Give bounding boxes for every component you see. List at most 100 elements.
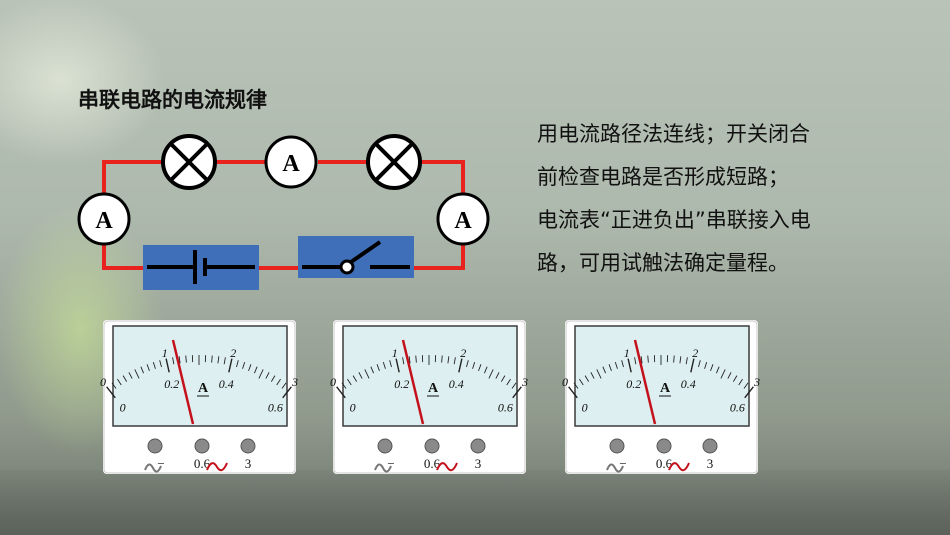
ammeter-right: A — [436, 192, 490, 246]
scale-tick — [352, 375, 358, 382]
scale-tick — [122, 375, 128, 382]
description-line: 前检查电路是否形成短路； — [537, 165, 789, 189]
wire-clip-icon — [436, 462, 458, 472]
scale-tick — [253, 366, 258, 374]
ammeter-label: A — [454, 208, 472, 234]
scale-tick — [281, 382, 287, 389]
scale-tick — [602, 366, 607, 374]
terminal-knob — [424, 438, 440, 454]
scale-tick — [152, 361, 156, 369]
description-text: 用电流路径法连线；开关闭合 前检查电路是否形成短路； 电流表“正进负出”串联接入… — [537, 113, 877, 285]
circuit-wires — [102, 160, 465, 270]
scale-tick — [732, 375, 738, 382]
scale-tick — [248, 364, 252, 372]
scale-tick — [727, 372, 732, 379]
scale-tick — [478, 364, 482, 372]
unit-label: A — [198, 381, 209, 396]
terminal-label: − — [387, 456, 394, 471]
scale-tick — [172, 357, 175, 365]
scale-tick — [627, 358, 632, 373]
scale-label-bottom: 0.6 — [730, 400, 745, 414]
scale-tick — [673, 355, 675, 363]
scale-tick — [258, 369, 264, 379]
meter-needle — [633, 339, 657, 425]
scale-label-bottom: 0.2 — [164, 377, 179, 391]
description-line: 电流表“正进负出”串联接入电 — [537, 208, 811, 232]
ammeter-label: A — [95, 208, 113, 234]
scale-tick — [704, 361, 708, 369]
wire-clip-icon — [206, 462, 228, 472]
scale-label-bottom: 0 — [350, 400, 356, 414]
scale-tick — [500, 375, 506, 382]
scale-tick — [466, 360, 469, 368]
scale-tick — [715, 366, 720, 374]
scale-label-bottom: 0.6 — [498, 400, 513, 414]
scale-tick — [376, 364, 380, 372]
scale-label-bottom: 0.6 — [268, 400, 283, 414]
scale-tick — [453, 357, 456, 365]
scale-tick — [389, 360, 392, 368]
scale-label-bottom: 0.2 — [626, 377, 641, 391]
scale-tick — [738, 378, 743, 386]
scale-tick — [495, 372, 500, 379]
scale-label-top: 3 — [753, 375, 760, 389]
scale-tick — [128, 372, 133, 379]
scale-tick — [402, 357, 405, 365]
terminal-label: 3 — [245, 456, 252, 471]
scale-tick — [270, 375, 276, 382]
scale-tick — [134, 369, 140, 379]
scale-tick — [185, 355, 187, 363]
scale-tick — [217, 356, 220, 364]
terminal-label: 3 — [707, 456, 714, 471]
scale-label-bottom: 0.4 — [681, 377, 696, 391]
scale-tick — [584, 375, 590, 382]
scale-tick — [621, 360, 624, 368]
scale-tick — [364, 369, 370, 379]
scale-tick — [347, 378, 352, 386]
scale-label-bottom: 0.4 — [219, 377, 234, 391]
scale-tick — [117, 378, 122, 386]
scale-tick — [447, 356, 450, 364]
scale-label-bottom: 0.2 — [394, 377, 409, 391]
scale-label-bottom: 0.4 — [449, 377, 464, 391]
lamp-icon — [161, 134, 217, 190]
background-floor — [0, 470, 950, 535]
terminal-knob — [377, 438, 393, 454]
scale-label-top: 3 — [291, 375, 298, 389]
scale-label-top: 0 — [562, 375, 568, 389]
scale-label-top: 0 — [100, 375, 106, 389]
scale-tick — [370, 366, 375, 374]
meter-needle — [171, 339, 195, 425]
scale-tick — [679, 356, 682, 364]
scale-tick — [743, 382, 749, 389]
scale-label-bottom: 0 — [582, 400, 588, 414]
scale-tick — [640, 356, 643, 364]
scale-tick — [223, 357, 226, 365]
scale-tick — [685, 357, 688, 365]
scale-tick — [506, 378, 511, 386]
ammeter-label: A — [282, 151, 300, 177]
scale-tick — [608, 364, 612, 372]
terminal-label: − — [157, 456, 164, 471]
description-line: 路，可用试触法确定量程。 — [537, 251, 789, 275]
scale-tick — [579, 378, 584, 386]
scale-tick — [165, 358, 170, 373]
scale-tick — [242, 361, 246, 369]
scale-tick — [236, 360, 239, 368]
wire-clip-icon — [144, 463, 162, 473]
terminal-label: 0.6 — [656, 456, 673, 471]
meter-needle — [401, 339, 425, 425]
scale-tick — [458, 358, 463, 373]
ammeter-left: A — [77, 192, 131, 246]
terminal-knob — [702, 438, 718, 454]
scale-label-top: 3 — [521, 375, 528, 389]
terminal-label: 3 — [475, 456, 482, 471]
scale-label-top: 2 — [230, 346, 236, 360]
scale-tick — [178, 356, 181, 364]
scale-tick — [382, 361, 386, 369]
scale-tick — [596, 369, 602, 379]
scale-tick — [744, 386, 754, 399]
